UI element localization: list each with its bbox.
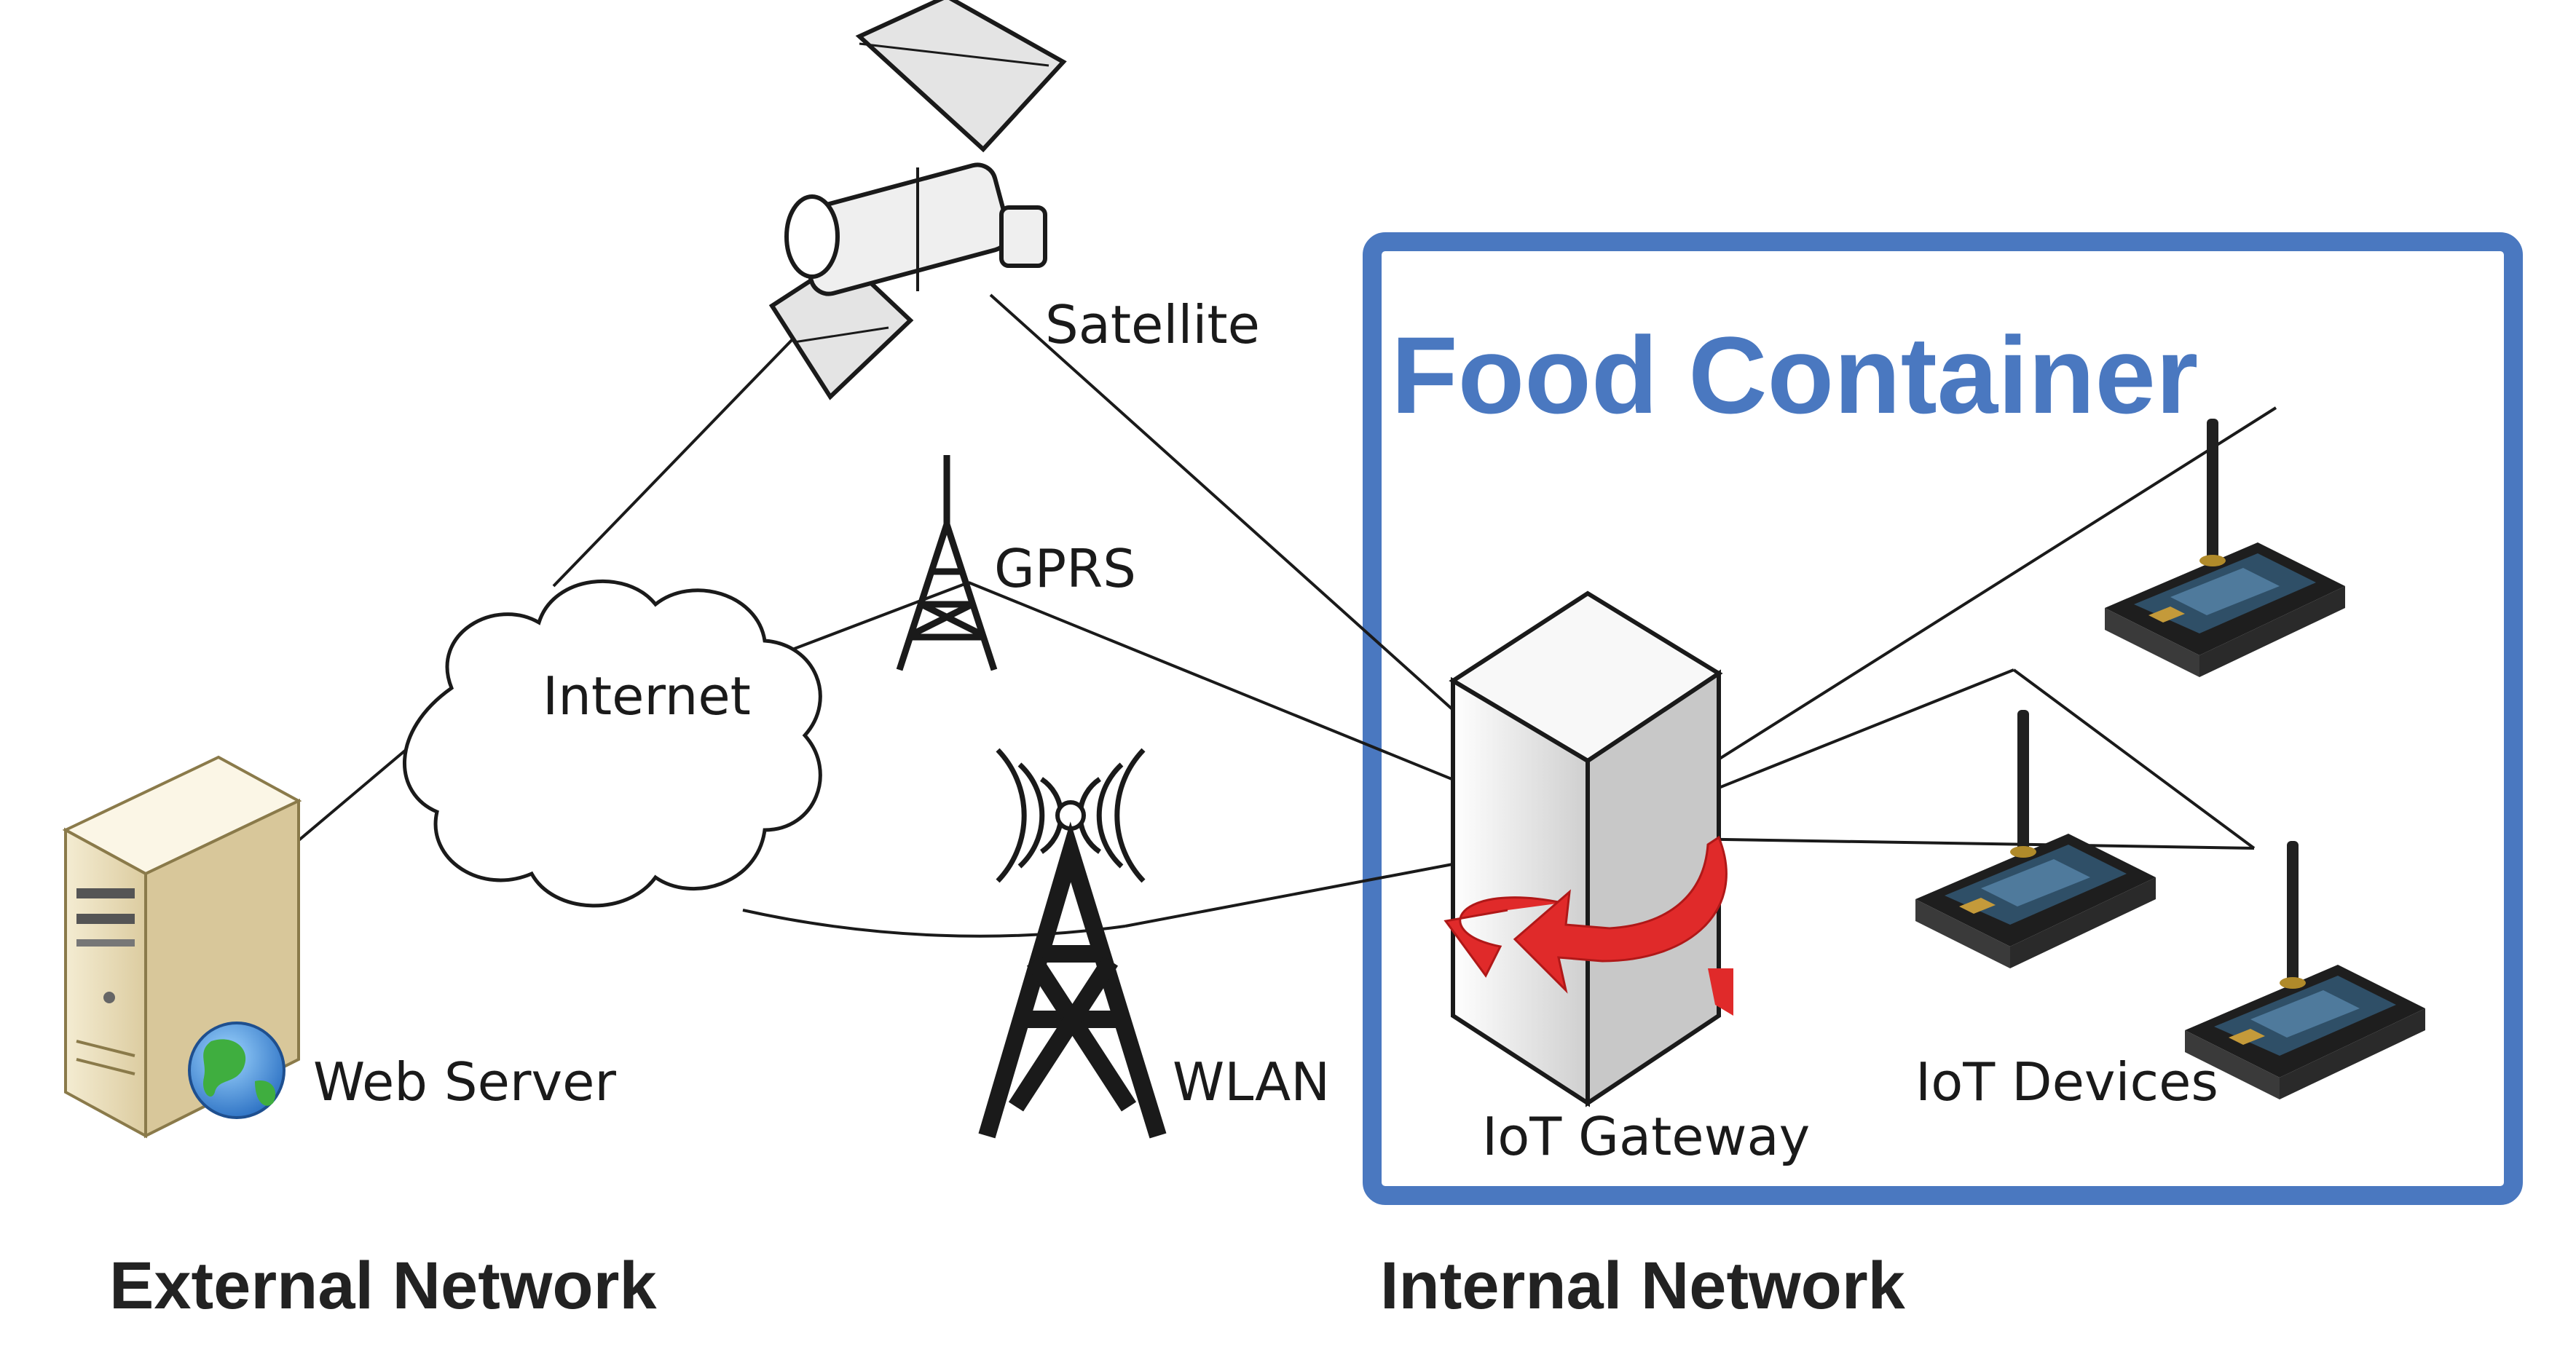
iot-devices-label: IoT Devices <box>1915 1051 2218 1113</box>
wlan-tower-icon <box>978 748 1167 1139</box>
web-server-label: Web Server <box>313 1051 616 1113</box>
external-network-label: External Network <box>109 1249 657 1323</box>
gprs-label: GPRS <box>994 538 1136 599</box>
iot-device-icon <box>2105 419 2345 677</box>
globe-icon <box>188 1022 285 1119</box>
internet-cloud-icon <box>403 579 822 908</box>
iot-gateway-label: IoT Gateway <box>1482 1106 1811 1167</box>
food-container-border <box>1363 232 2523 1205</box>
iot-device-icon <box>2185 841 2425 1099</box>
gprs-tower-icon <box>896 455 998 671</box>
iot-gateway-icon <box>1443 590 1733 1107</box>
wlan-label: WLAN <box>1173 1051 1331 1113</box>
satellite-label: Satellite <box>1045 294 1260 355</box>
internal-network-label: Internal Network <box>1380 1249 1905 1323</box>
food-container-title: Food Container <box>1391 314 2199 436</box>
satellite-icon <box>768 0 1067 400</box>
internet-label: Internet <box>543 665 751 727</box>
